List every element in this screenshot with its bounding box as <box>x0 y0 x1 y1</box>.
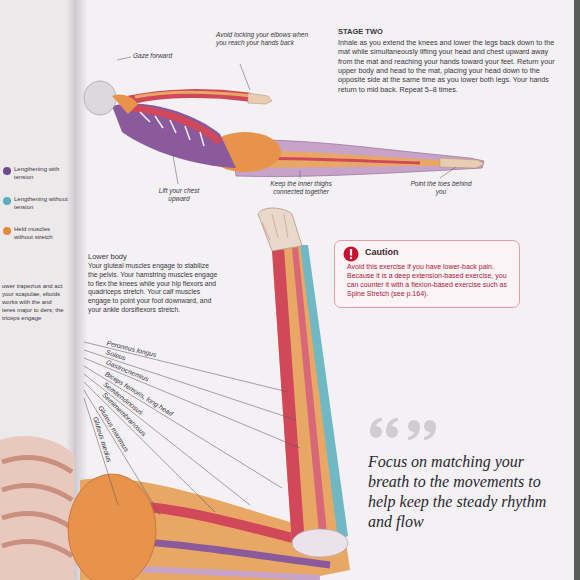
callout-note: Keep the inner thighs connected together <box>262 180 340 196</box>
callout-note: Avoid locking your elbows when you reach… <box>216 31 316 47</box>
callout-note: Lift your chest upward <box>150 187 208 203</box>
label-wrap: Focus on matching your breath to the mov… <box>368 452 560 532</box>
legend-text: Lengthening without tension <box>14 196 69 211</box>
section-heading: Lower body <box>88 252 218 261</box>
label-wrap: Lift your chest upward <box>150 187 208 203</box>
page-fragment: ower trapezius and act your scapulae, el… <box>2 282 64 322</box>
legend-item: Lengthening without tension <box>3 196 69 211</box>
legend-swatch <box>3 167 11 175</box>
label-wrap: Keep the inner thighs connected together <box>262 180 340 196</box>
box-body: Avoid this exercise if you have lower-ba… <box>347 262 509 298</box>
callout-note: Point the toes behind you <box>410 180 472 196</box>
label-wrap: Point the toes behind you <box>410 180 472 196</box>
label-wrap: Gaze forward <box>133 52 203 60</box>
pull-quote: Focus on matching your breath to the mov… <box>368 452 560 532</box>
callout-note: Gaze forward <box>133 52 203 60</box>
box-heading: Caution <box>365 247 509 259</box>
warning-icon <box>343 246 359 262</box>
label-wrap: Avoid locking your elbows when you reach… <box>216 31 316 47</box>
label-wrap: Lower body <box>88 252 218 261</box>
legend-text: Lengthening with tension <box>14 166 69 181</box>
stage-body: Inhale as you extend the knees and lower… <box>338 38 562 94</box>
legend-text: Held muscles without stretch <box>14 226 69 241</box>
caution-box: CautionAvoid this exercise if you have l… <box>334 240 520 308</box>
quote-marks <box>370 418 436 440</box>
label-wrap: STAGE TWO <box>338 27 558 36</box>
label-wrap: Your gluteal muscles engage to stabilize… <box>88 262 218 315</box>
ribcage-fragment <box>0 436 74 580</box>
prone-figure <box>84 81 484 177</box>
legend-item: Lengthening with tension <box>3 166 69 181</box>
stage-heading: STAGE TWO <box>338 27 558 36</box>
muscle-leader-lines <box>84 342 300 515</box>
label-wrap: Inhale as you extend the knees and lower… <box>338 38 562 94</box>
section-body: Your gluteal muscles engage to stabilize… <box>88 262 218 315</box>
label-wrap: ower trapezius and act your scapulae, el… <box>2 282 64 322</box>
legend-swatch <box>3 227 11 235</box>
leg-illustration <box>68 208 350 580</box>
legend-item: Held muscles without stretch <box>3 226 69 241</box>
legend-swatch <box>3 197 11 205</box>
